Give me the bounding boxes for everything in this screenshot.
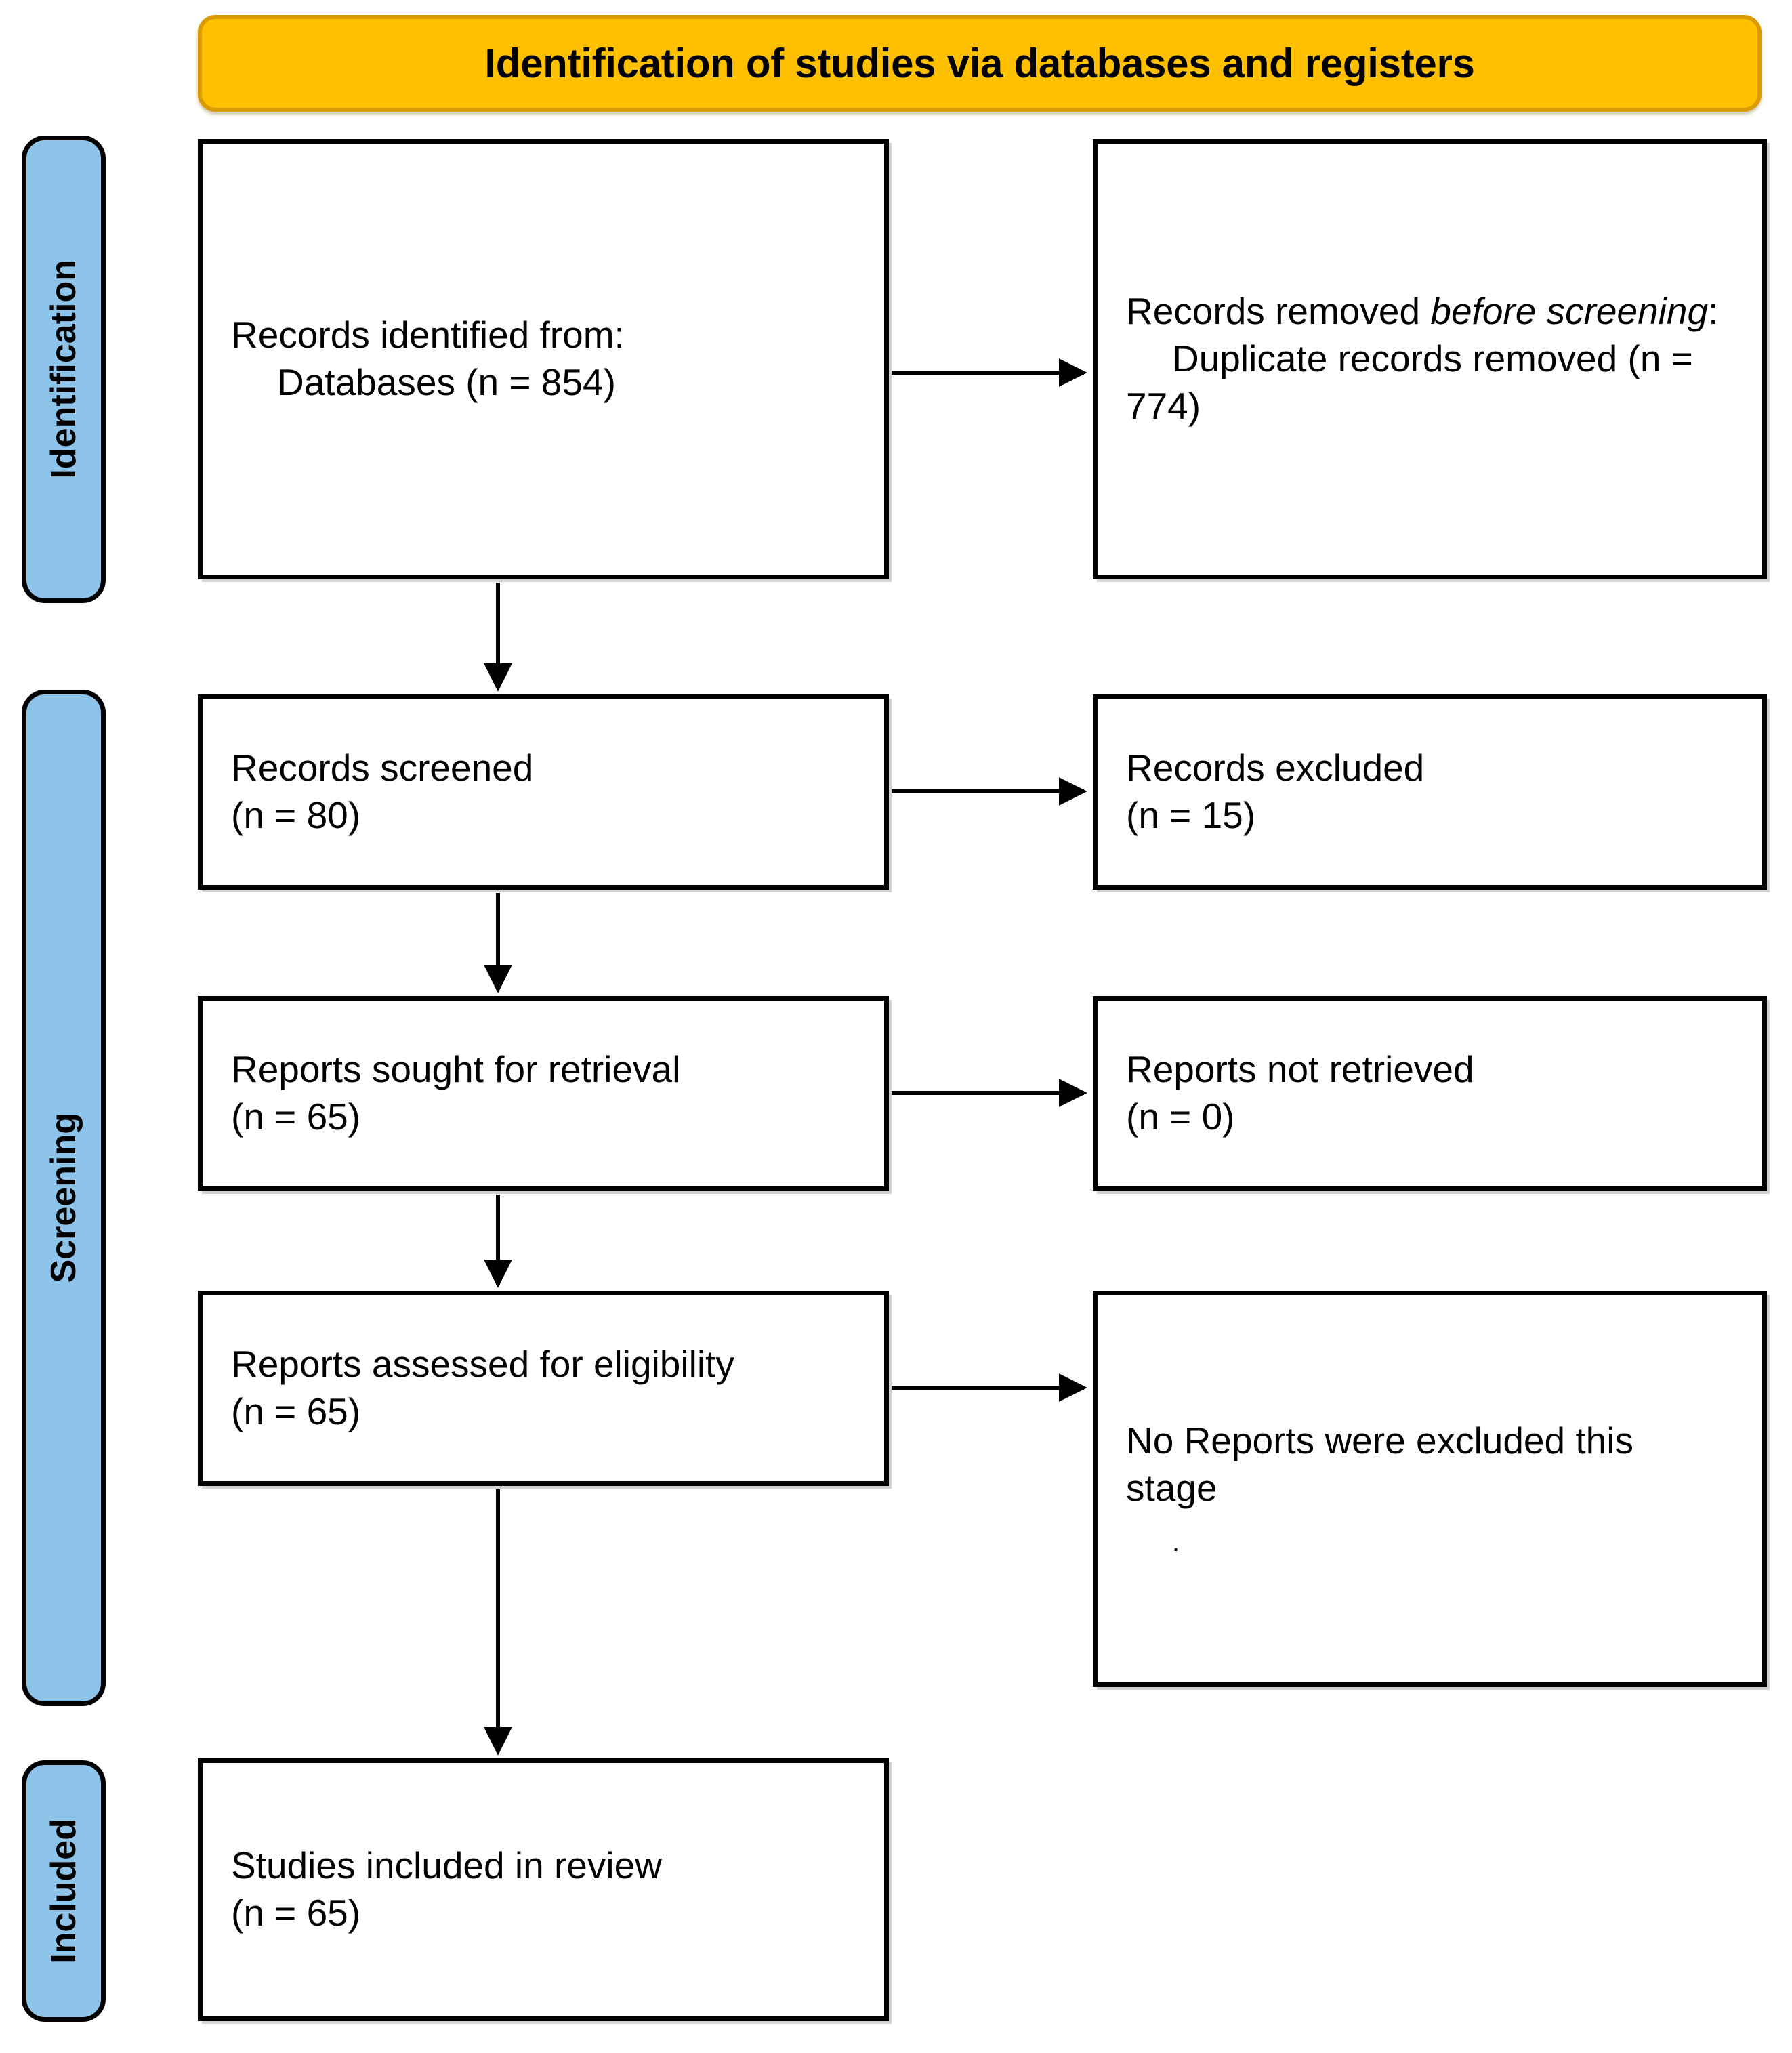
box-reports-sought: Reports sought for retrieval (n = 65) [198,996,889,1191]
box-no-reports-excluded-line1: No Reports were excluded this [1126,1419,1633,1461]
stage-label-identification: Identification [22,136,106,603]
box-no-reports-excluded: No Reports were excluded this stage . [1093,1291,1767,1687]
box-reports-assessed-line1: Reports assessed for eligibility [231,1343,734,1386]
box-records-removed-heading-italic: before screening [1430,290,1709,333]
stage-label-text: Included [44,1819,83,1964]
box-reports-not-retrieved-count: (n = 0) [1126,1096,1235,1138]
box-studies-included-line1: Studies included in review [231,1844,662,1887]
box-no-reports-excluded-line3: . [1126,1512,1734,1572]
box-studies-included: Studies included in review (n = 65) [198,1758,889,2021]
page-title: Identification of studies via databases … [484,40,1475,86]
box-records-removed-heading-suffix: : [1708,290,1719,333]
box-records-screened: Records screened (n = 80) [198,694,889,890]
box-duplicate-records-removed: Duplicate records removed (n = 774) [1126,337,1704,427]
box-reports-sought-count: (n = 65) [231,1096,361,1138]
stage-label-included: Included [22,1760,106,2022]
box-records-identified-databases: Databases (n = 854) [277,361,616,403]
box-records-screened-line1: Records screened [231,747,534,789]
box-records-removed-detail: Duplicate records removed (n = 774) [1126,335,1734,430]
stage-label-text: Identification [44,260,83,479]
box-records-removed-heading: Records removed before screening: [1126,288,1734,335]
box-records-identified-line1: Records identified from: [231,314,625,356]
box-records-removed: Records removed before screening: Duplic… [1093,139,1767,579]
box-records-identified: Records identified from: Databases (n = … [198,139,889,579]
box-reports-sought-line1: Reports sought for retrieval [231,1048,681,1091]
box-no-reports-excluded-period: . [1172,1527,1180,1557]
box-records-removed-heading-plain: Records removed [1126,290,1431,333]
box-reports-not-retrieved: Reports not retrieved (n = 0) [1093,996,1767,1191]
box-records-excluded-line1: Records excluded [1126,747,1425,789]
box-records-identified-line2: Databases (n = 854) [231,359,856,407]
diagram-title-banner: Identification of studies via databases … [198,15,1762,112]
stage-label-text: Screening [44,1113,83,1283]
box-studies-included-count: (n = 65) [231,1892,361,1934]
box-reports-not-retrieved-line1: Reports not retrieved [1126,1048,1474,1091]
box-records-excluded-count: (n = 15) [1126,794,1256,836]
box-no-reports-excluded-line2: stage [1126,1466,1217,1509]
box-reports-assessed: Reports assessed for eligibility (n = 65… [198,1291,889,1486]
box-records-screened-count: (n = 80) [231,794,361,836]
box-records-excluded: Records excluded (n = 15) [1093,694,1767,890]
box-reports-assessed-count: (n = 65) [231,1390,361,1432]
stage-label-screening: Screening [22,690,106,1706]
